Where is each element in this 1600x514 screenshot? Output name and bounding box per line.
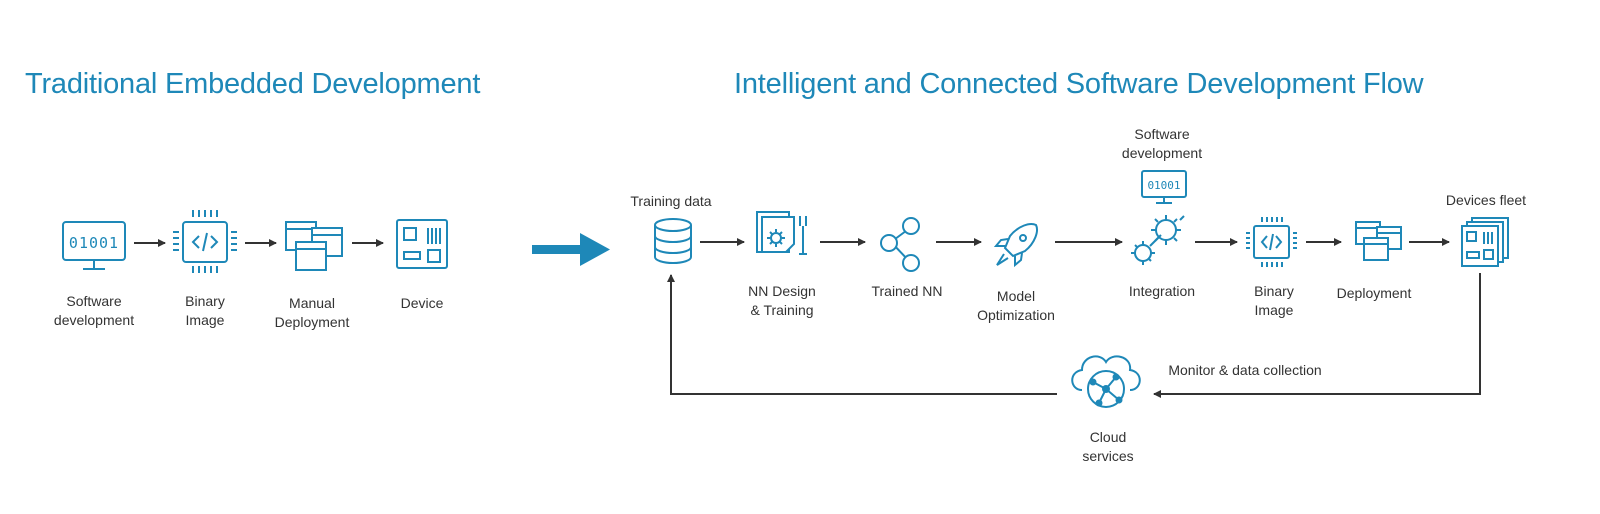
chip-icon-right [1246, 217, 1297, 267]
chip-icon [173, 210, 237, 273]
board-icon [396, 219, 448, 269]
fleet-to-cloud-line [1153, 273, 1481, 398]
cloud-to-training-line [667, 274, 1057, 395]
label-training-data: Training data [630, 193, 712, 209]
cloud-icon [1071, 355, 1141, 408]
label-manual-deployment: Manual Deployment [274, 295, 350, 330]
design-document-icon [756, 211, 807, 255]
label-binary-image: Binary Image [185, 293, 225, 328]
monitor-icon [62, 221, 126, 270]
flow-title: Intelligent and Connected Software Devel… [734, 68, 1424, 100]
label-device: Device [400, 295, 444, 311]
network-nodes-icon [880, 217, 920, 272]
label-software-development-2: Software development [1121, 126, 1203, 161]
transition-arrow [532, 233, 610, 266]
database-icon [654, 218, 692, 264]
traditional-title: Traditional Embedded Development [25, 68, 481, 100]
boxes-icon [285, 221, 343, 271]
gears-icon [1131, 215, 1185, 265]
small-monitor-code-text: 01001 [1147, 179, 1180, 192]
label-trained-nn: Trained NN [871, 283, 943, 299]
label-software-development: Software development [53, 293, 135, 328]
label-binary-image-2: Binary Image [1254, 283, 1294, 318]
label-integration: Integration [1128, 283, 1196, 299]
label-cloud-services: Cloud services [1082, 429, 1134, 464]
label-monitor-data-collection: Monitor & data collection [1168, 362, 1322, 378]
label-deployment: Deployment [1336, 285, 1412, 301]
devices-fleet-icon [1461, 217, 1509, 267]
small-monitor-icon [1141, 170, 1187, 204]
label-nn-design: NN Design & Training [748, 283, 816, 318]
label-model-optimization: Model Optimization [977, 288, 1055, 323]
rocket-icon [993, 223, 1038, 268]
boxes-icon-right [1355, 221, 1402, 261]
label-devices-fleet: Devices fleet [1445, 192, 1527, 208]
monitor-code-text: 01001 [69, 234, 119, 252]
